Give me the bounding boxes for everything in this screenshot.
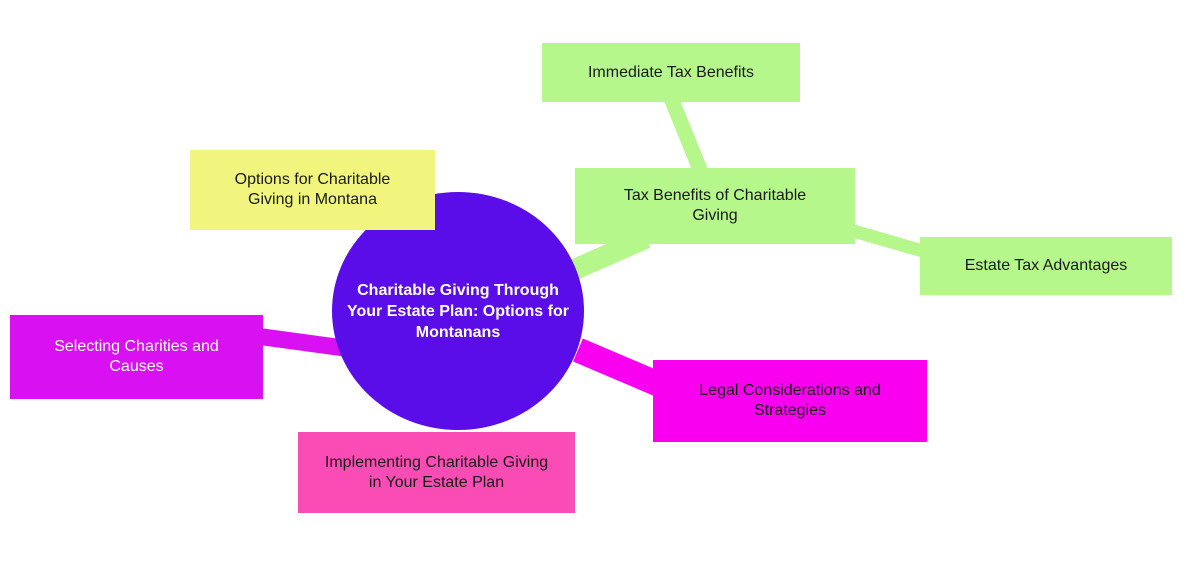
node-label: Legal Considerations and Strategies: [699, 382, 881, 419]
edge-taxbenefits-estate: [848, 223, 928, 259]
node-tax-benefits-charitable-giving: Tax Benefits of Charitable Giving: [575, 168, 855, 244]
node-implementing-charitable-giving: Implementing Charitable Giving in Your E…: [298, 432, 575, 513]
node-label: Options for Charitable Giving in Montana: [234, 171, 391, 208]
node-selecting-charities-causes: Selecting Charities and Causes: [10, 315, 263, 399]
node-label: Estate Tax Advantages: [964, 257, 1128, 274]
edge-root-selecting: [254, 327, 346, 357]
center-node-charitable-giving-estate-plan: Charitable Giving Through Your Estate Pl…: [332, 192, 584, 430]
node-label: Tax Benefits of Charitable Giving: [623, 187, 807, 224]
center-node-label: Charitable Giving Through Your Estate Pl…: [347, 281, 569, 341]
node-options-giving-montana: Options for Charitable Giving in Montana: [190, 150, 435, 230]
node-immediate-tax-benefits: Immediate Tax Benefits: [542, 43, 800, 102]
node-label: Implementing Charitable Giving in Your E…: [324, 453, 549, 491]
node-legal-considerations-strategies: Legal Considerations and Strategies: [653, 360, 927, 442]
edge-taxbenefits-immediate: [664, 95, 708, 175]
node-label: Immediate Tax Benefits: [587, 63, 754, 81]
node-label: Selecting Charities and Causes: [54, 338, 219, 375]
node-estate-tax-advantages: Estate Tax Advantages: [920, 237, 1172, 295]
